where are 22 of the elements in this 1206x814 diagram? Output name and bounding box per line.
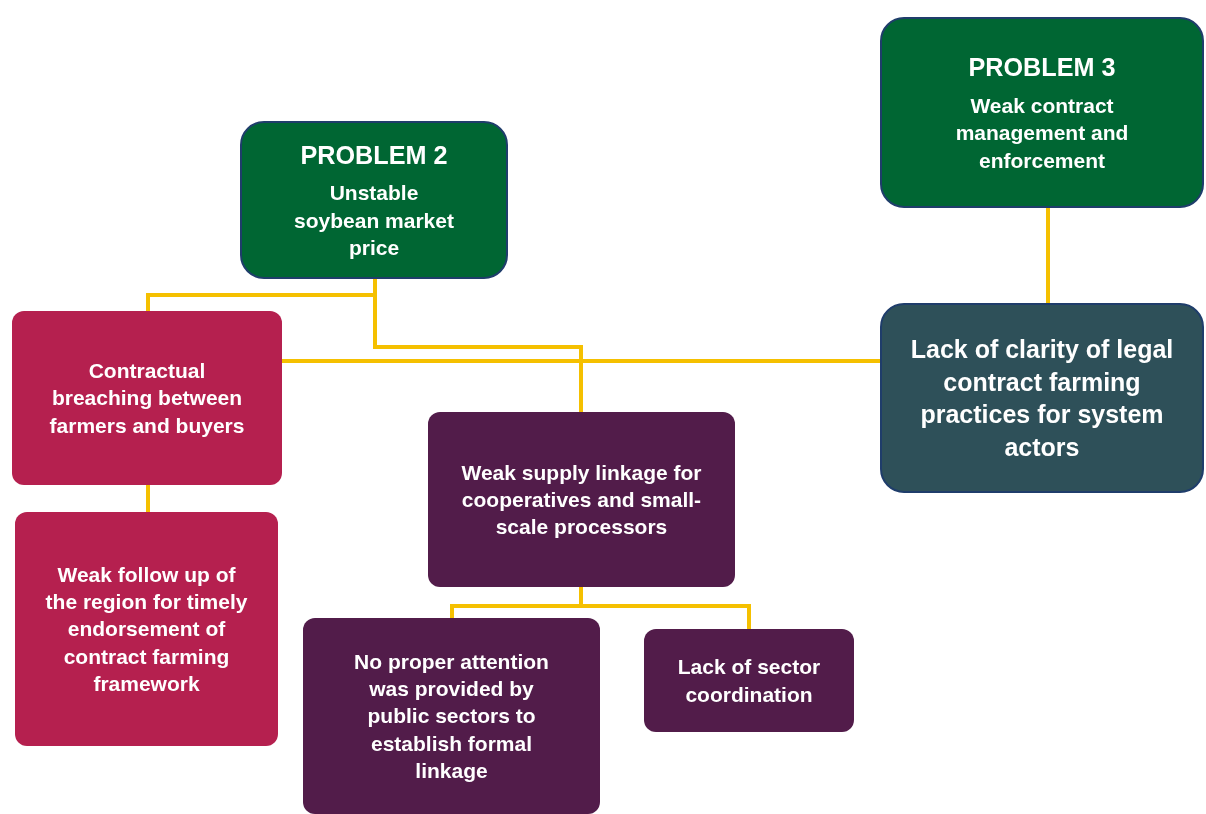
problem-box (880, 17, 1204, 208)
box-text: Lack of sector coordination (676, 654, 822, 708)
cause-box (12, 311, 282, 485)
cause-box (303, 618, 600, 814)
box-text: Lack of clarity of legal contract farming practices for system actors (909, 334, 1175, 463)
connector-line (579, 587, 751, 629)
box-text: Contractual breaching between farmers and buyers (48, 358, 246, 439)
box-heading: PROBLEM 3 (968, 52, 1116, 84)
box-heading: PROBLEM 2 (300, 139, 448, 171)
box-text: No proper attention was provided by public sectors to establish formal linkage (353, 648, 550, 784)
cause-box (428, 412, 735, 587)
connector-line (282, 359, 880, 363)
box-text: Unstable soybean market price (293, 180, 455, 261)
cause-box (15, 512, 278, 746)
connector-line (146, 485, 150, 512)
cause-box (880, 303, 1204, 493)
box-text: Weak follow up of the region for timely endorsement of contract farming framework (44, 561, 249, 697)
cause-box (644, 629, 854, 732)
problem-box (240, 121, 508, 279)
box-text: Weak supply linkage for cooperatives and small-scale processors (460, 459, 703, 541)
box-text: Weak contract management and enforcement (954, 92, 1130, 174)
connector-line (1046, 208, 1050, 303)
